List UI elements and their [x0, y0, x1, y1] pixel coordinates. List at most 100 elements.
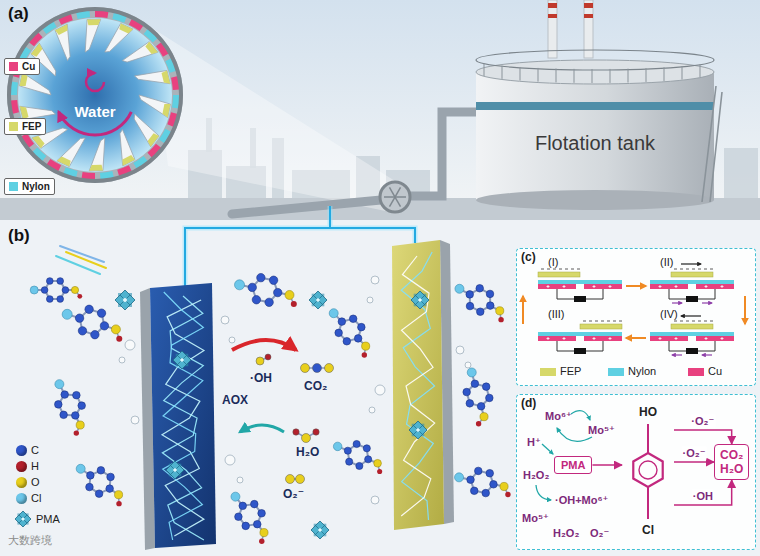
molecule	[61, 391, 69, 399]
triboelectric-cell	[721, 285, 724, 288]
pma-cluster	[166, 461, 184, 479]
molecule	[251, 500, 259, 508]
discharge	[162, 296, 204, 540]
triboelectric-cell	[681, 315, 701, 316]
discharge	[163, 292, 204, 540]
turbine-illustration	[57, 138, 85, 167]
triboelectric-cell	[650, 332, 734, 336]
factory-buildings	[724, 148, 758, 200]
chimney	[584, 3, 593, 8]
molecule	[374, 459, 382, 467]
label-text: (II)	[660, 256, 673, 269]
molecule	[252, 296, 260, 304]
turbine-illustration	[57, 157, 71, 167]
triboelectric-cell	[705, 285, 708, 288]
small-molecules	[293, 429, 299, 435]
legend-swatch	[608, 368, 624, 376]
molecule	[362, 352, 367, 357]
triboelectric-cell	[675, 337, 678, 340]
bubbles	[125, 340, 135, 350]
molecule	[100, 322, 108, 330]
pma-cluster	[314, 296, 323, 305]
molecule	[97, 309, 105, 317]
triboelectric-cell	[702, 354, 712, 355]
molecule	[285, 290, 294, 299]
legend-text: PMA	[36, 513, 60, 526]
pipe	[232, 200, 381, 214]
triboelectric-cell	[563, 285, 566, 288]
label-text: (III)	[548, 308, 565, 321]
triboelectric-cell	[698, 321, 701, 322]
triboelectric-cell	[538, 280, 622, 284]
triboelectric-cell	[675, 285, 678, 288]
legend-item: H	[16, 460, 39, 473]
triboelectric-cell	[650, 316, 734, 355]
triboelectric-cell	[704, 321, 707, 322]
small-molecules	[265, 354, 271, 360]
triboelectric-cell	[686, 348, 698, 354]
panel-ground	[516, 394, 756, 550]
molecule	[486, 290, 494, 298]
turbine-circle: Water	[7, 7, 183, 183]
pma-cluster	[311, 521, 329, 539]
small-molecules	[313, 429, 319, 435]
triboelectric-cell	[538, 272, 580, 277]
tank-shape	[538, 68, 539, 82]
triboelectric-cell	[672, 302, 682, 303]
triboelectric-cell	[609, 337, 612, 340]
legend-text: Cu	[22, 60, 35, 73]
node-text: Flotation tank	[535, 132, 655, 155]
molecule	[482, 383, 490, 391]
discharge	[401, 252, 434, 520]
legend-item: Nylon	[4, 178, 55, 195]
molecule	[72, 412, 80, 420]
cycle-arrows	[626, 337, 646, 339]
molecule	[349, 315, 357, 323]
molecule	[291, 301, 297, 307]
legend-text: FEP	[560, 365, 581, 378]
tank-shape	[610, 69, 611, 83]
triboelectric-cell	[538, 332, 622, 336]
label-text: O₂⁻	[283, 488, 304, 502]
molecule	[335, 329, 343, 337]
pma-cluster	[409, 421, 427, 439]
small-molecules	[286, 475, 295, 484]
legend-text: Nylon	[22, 180, 50, 193]
edge-label: ·OH	[692, 490, 714, 503]
molecule	[91, 330, 99, 338]
bubbles	[119, 276, 471, 504]
label-text: H₂O₂	[553, 527, 579, 540]
molecule	[480, 413, 488, 421]
molecule	[253, 520, 261, 528]
wire	[185, 206, 415, 288]
molecule	[106, 485, 114, 493]
molecule	[55, 380, 86, 436]
bubbles	[371, 276, 379, 284]
triboelectric-cell	[681, 263, 701, 264]
bubbles	[119, 357, 125, 363]
node-text: PMA	[561, 458, 585, 472]
turbine-illustration	[119, 23, 133, 33]
sky	[0, 0, 760, 220]
label-text: O₂⁻	[590, 527, 609, 540]
triboelectric-cell	[702, 302, 712, 303]
molecule	[490, 481, 498, 489]
molecule	[74, 430, 79, 435]
label-text: H₂O	[296, 446, 319, 460]
connector-arrow	[674, 430, 732, 444]
pma-cluster	[171, 466, 180, 475]
tank-shape	[476, 60, 714, 84]
turbine-illustration	[85, 19, 101, 52]
turbine-illustration	[20, 73, 51, 95]
molecule	[354, 335, 362, 343]
tank-shape	[646, 68, 647, 82]
legend-text: Cu	[708, 365, 722, 378]
tank-shape	[556, 69, 557, 83]
legend-swatch	[16, 461, 27, 472]
molecule	[95, 490, 103, 498]
pma-cluster	[120, 295, 130, 305]
product-box: CO₂ H₂O	[714, 444, 749, 480]
molecule	[274, 288, 282, 296]
triboelectric-cell	[710, 269, 713, 270]
tank-shape	[502, 66, 503, 79]
